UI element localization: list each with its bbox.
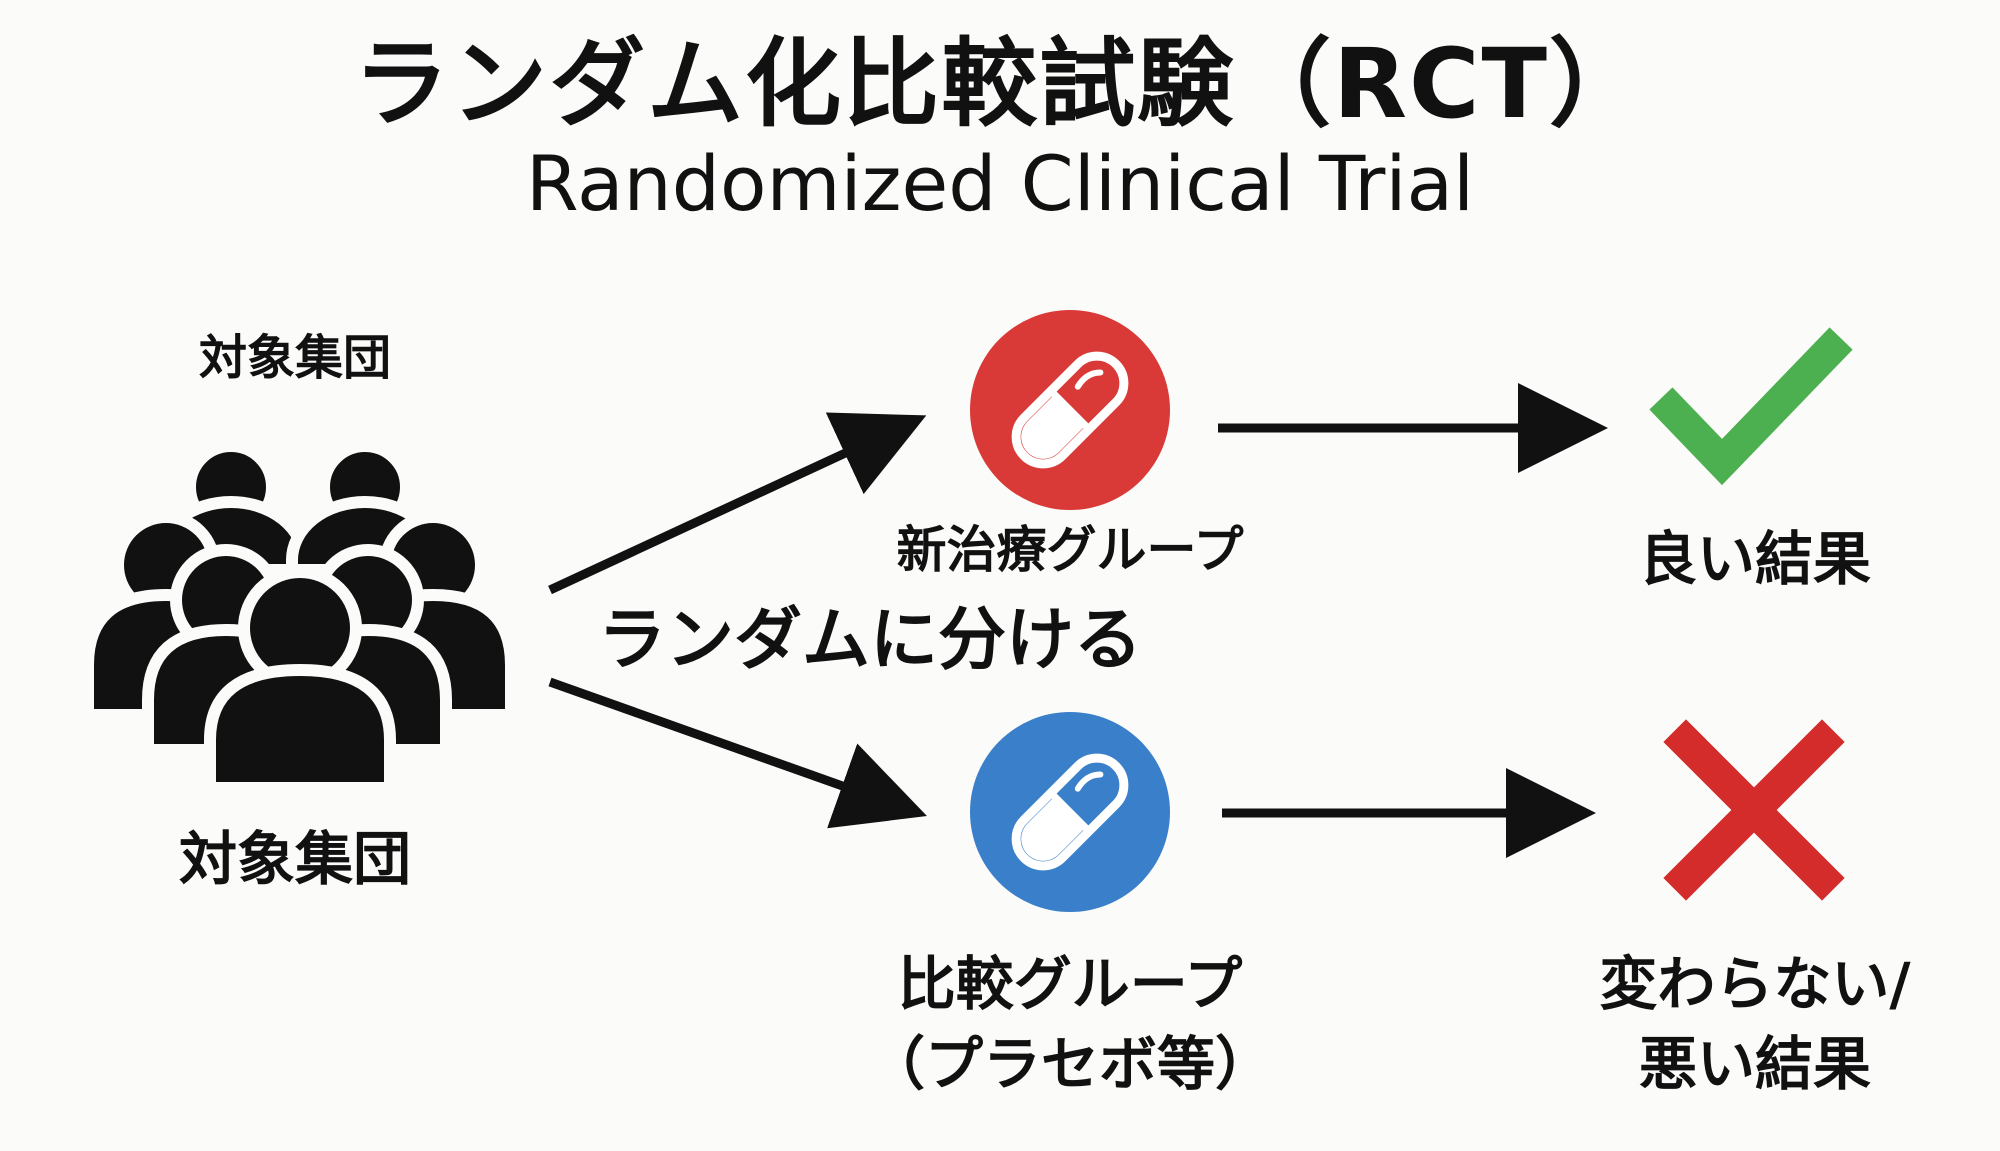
randomization-label: ランダムに分ける	[598, 601, 1143, 680]
group-of-people-icon	[82, 440, 517, 794]
check-mark-icon	[1649, 327, 1853, 486]
comparison-capsule-icon	[970, 712, 1170, 912]
cross-mark-icon	[1663, 719, 1845, 901]
title-english: Randomized Clinical Trial	[525, 139, 1475, 228]
title-japanese: ランダム化比較試験（RCT）	[353, 28, 1647, 140]
comparison-group-sublabel: （プラセボ等）	[866, 1030, 1274, 1098]
population-label-top: 対象集団	[198, 330, 392, 386]
bad-outcome-label-line2: 悪い結果	[1638, 1030, 1872, 1098]
treatment-capsule-icon	[970, 310, 1170, 510]
bad-outcome-label-line1: 変わらない/	[1599, 950, 1911, 1018]
arrow-to-treatment	[548, 412, 927, 595]
arrow-to-comparison	[548, 677, 927, 829]
comparison-group-label: 比較グループ	[897, 950, 1243, 1018]
population-label-bottom: 対象集団	[178, 825, 412, 893]
good-outcome-label: 良い結果	[1638, 525, 1872, 593]
treatment-group-label: 新治療グループ	[896, 521, 1244, 579]
